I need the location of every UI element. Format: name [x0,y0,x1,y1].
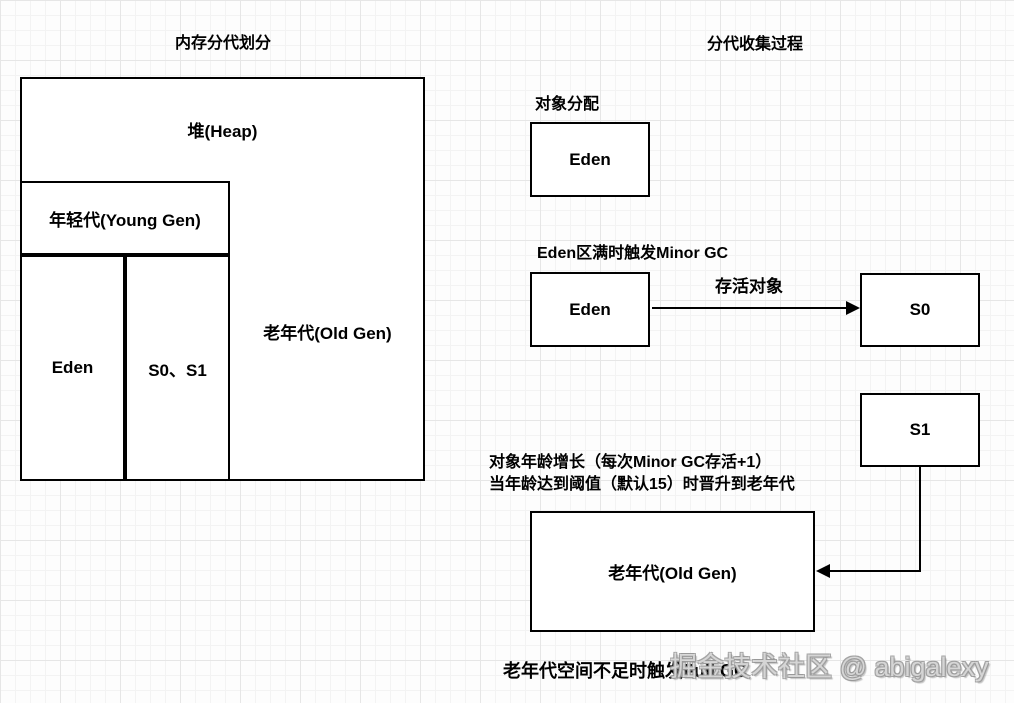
young-gen-label: 年轻代(Young Gen) [49,210,201,230]
minor-gc-label: Eden区满时触发Minor GC [537,245,729,262]
survivor-box: S0、S1 [125,255,230,481]
age-note-line1: 对象年龄增长（每次Minor GC存活+1） [489,454,772,471]
eden-step1-label: Eden [569,149,611,169]
arrowhead-right-icon [846,301,860,315]
alloc-label: 对象分配 [535,96,600,113]
eden-box-left: Eden [20,255,125,481]
s0-label: S0 [909,300,931,319]
watermark: 掘金技术社区 @ abigalexy [670,652,989,682]
right-panel-title: 分代收集过程 [706,36,804,53]
age-note-line2: 当年龄达到阈值（默认15）时晋升到老年代 [489,476,795,493]
heap-label: 堆(Heap) [187,121,258,141]
survive-arrow-label: 存活对象 [715,277,783,296]
age-note: 对象年龄增长（每次Minor GC存活+1） 当年龄达到阈值（默认15）时晋升到… [489,452,795,496]
old-gen-left-label: 老年代(Old Gen) [263,323,392,343]
s0-box: S0 [860,273,980,347]
s1-to-oldgen-hline [830,570,921,572]
old-gen-right-label: 老年代(Old Gen) [608,564,737,583]
s1-label: S1 [909,420,931,439]
full-gc-caption: 老年代空间不足时触发Full GC [503,661,747,681]
s1-box: S1 [860,393,980,467]
eden-step2-label: Eden [569,299,611,319]
s1-to-oldgen-vline [919,467,921,572]
old-gen-box-right: 老年代(Old Gen) [530,511,815,632]
young-gen-box: 年轻代(Young Gen) [20,181,230,255]
eden-to-s0-line [652,307,848,309]
eden-box-step1: Eden [530,122,650,197]
eden-box-step2: Eden [530,272,650,347]
eden-left-label: Eden [51,358,94,377]
survivor-label: S0、S1 [148,360,207,380]
left-panel-title: 内存分代划分 [174,35,272,52]
arrowhead-left-icon [816,564,830,578]
old-gen-region-left: 老年代(Old Gen) [230,181,425,481]
